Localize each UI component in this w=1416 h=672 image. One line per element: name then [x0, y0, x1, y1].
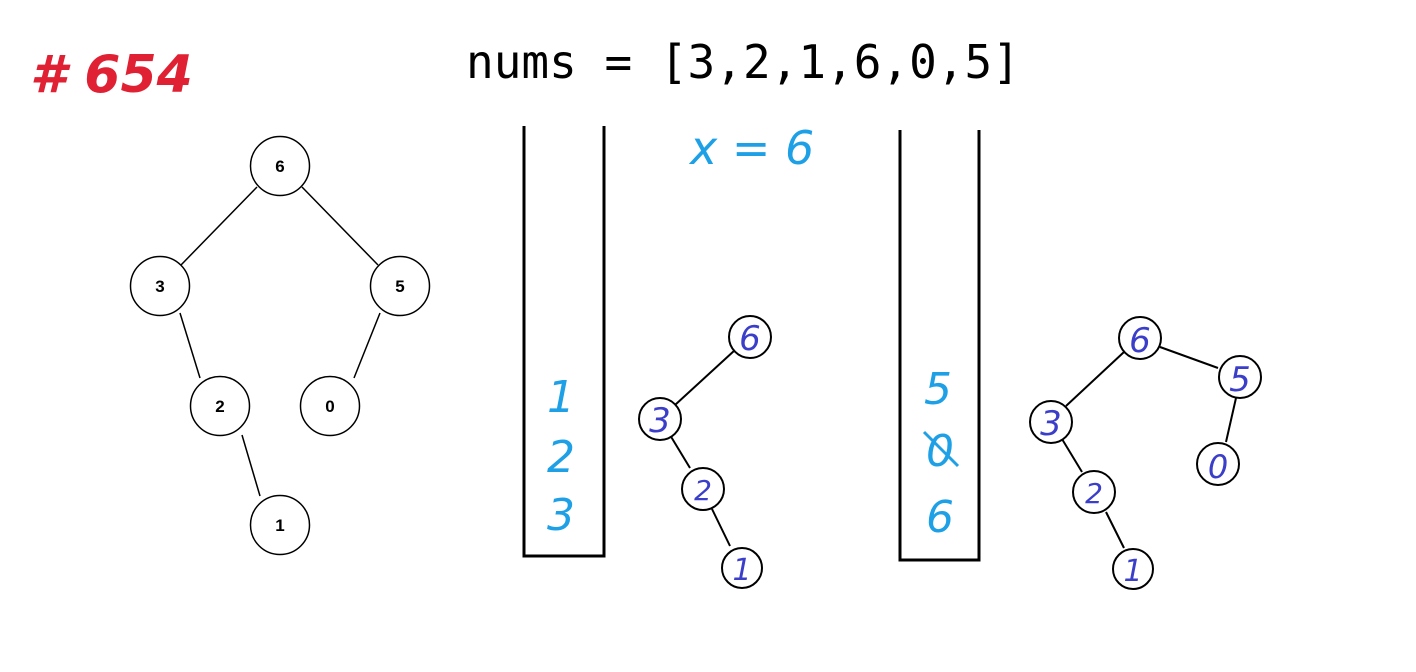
printed-tree [179, 186, 381, 497]
x-annotation: x = 6 [688, 121, 814, 175]
stack-item-crossed: 0 [926, 426, 954, 477]
node-circle [1112, 548, 1154, 590]
node-label: 2 [694, 474, 712, 507]
node-label: 1 [1123, 554, 1142, 589]
node-label: 1 [732, 553, 751, 588]
edge-2-1 [241, 434, 261, 497]
node-circle [681, 467, 725, 511]
node-label: 3 [1040, 404, 1062, 444]
hand-tree-full-nodes: 6 5 3 0 2 1 [1029, 316, 1262, 590]
hand-tree-small-nodes: 6 3 2 1 [638, 315, 772, 589]
node-circle [1196, 442, 1240, 486]
node-circle [299, 375, 361, 437]
hand-full-node-5: 5 [1218, 355, 1262, 400]
node-label: 0 [1208, 448, 1228, 486]
stack-item: 5 [924, 364, 952, 415]
printed-node-0: 0 [299, 375, 361, 437]
hand-full-node-3: 3 [1029, 400, 1073, 444]
edge-2-1 [1105, 511, 1125, 549]
printed-node-5: 5 [369, 255, 431, 317]
node-circle [189, 375, 251, 437]
hand-small-node-3: 3 [638, 397, 682, 441]
node-label: 3 [155, 277, 164, 296]
node-label: 2 [215, 397, 224, 416]
hand-small-node-1: 1 [721, 547, 763, 589]
hand-full-node-1: 1 [1112, 548, 1154, 590]
hand-small-node-2: 2 [681, 467, 725, 511]
edge-5-0 [1225, 397, 1237, 443]
node-label: 5 [1229, 360, 1251, 400]
printed-node-3: 3 [129, 255, 191, 317]
node-circle [721, 547, 763, 589]
edge-5-0 [353, 312, 381, 379]
stack-first-items: 1 2 3 [547, 372, 575, 541]
node-label: 2 [1085, 477, 1103, 510]
edge-6-3 [674, 349, 736, 406]
edge-6-3 [1065, 351, 1125, 407]
stack-second-items: 5 0 6 [924, 364, 954, 543]
problem-tag: # 654 [30, 45, 193, 105]
hand-full-node-2: 2 [1072, 470, 1116, 514]
stack-item: 1 [547, 372, 575, 423]
strike-through-mark [922, 430, 960, 468]
printed-node-2: 2 [189, 375, 251, 437]
printed-tree-nodes: 6 3 5 2 0 1 [129, 135, 431, 556]
stack-container-first [522, 126, 606, 558]
node-circle [249, 494, 311, 556]
node-label: 6 [739, 319, 761, 359]
node-circle [1218, 355, 1262, 399]
hand-full-node-6: 6 [1118, 316, 1162, 361]
printed-node-6: 6 [249, 135, 311, 197]
node-circle [1118, 316, 1162, 360]
edge-6-3 [180, 186, 258, 266]
printed-node-1: 1 [249, 494, 311, 556]
node-label: 5 [395, 277, 404, 296]
edge-3-2 [179, 312, 201, 379]
node-circle [728, 315, 772, 359]
node-circle [638, 397, 682, 441]
node-label: 0 [325, 397, 334, 416]
node-circle [129, 255, 191, 317]
node-label: 6 [275, 157, 284, 176]
node-circle [1029, 400, 1073, 444]
edge-3-2 [669, 434, 691, 469]
node-circle [249, 135, 311, 197]
stack-item: 2 [547, 432, 575, 483]
node-label: 1 [275, 516, 284, 535]
stack-item: 6 [926, 492, 954, 543]
node-circle [369, 255, 431, 317]
hand-small-node-6: 6 [728, 315, 772, 359]
nums-label: nums = [3,2,1,6,0,5] [466, 35, 1020, 89]
edge-6-5 [1159, 346, 1219, 369]
hand-tree-small [669, 349, 736, 547]
hand-full-node-0: 0 [1196, 442, 1240, 486]
node-circle [1072, 470, 1116, 514]
edge-6-5 [301, 186, 379, 266]
edge-2-1 [711, 508, 731, 547]
edge-3-2 [1061, 438, 1083, 473]
node-label: 3 [649, 401, 671, 441]
stack-item: 3 [547, 490, 575, 541]
stack-container-second [898, 130, 981, 562]
hand-tree-full [1061, 346, 1237, 549]
node-label: 6 [1129, 321, 1151, 361]
